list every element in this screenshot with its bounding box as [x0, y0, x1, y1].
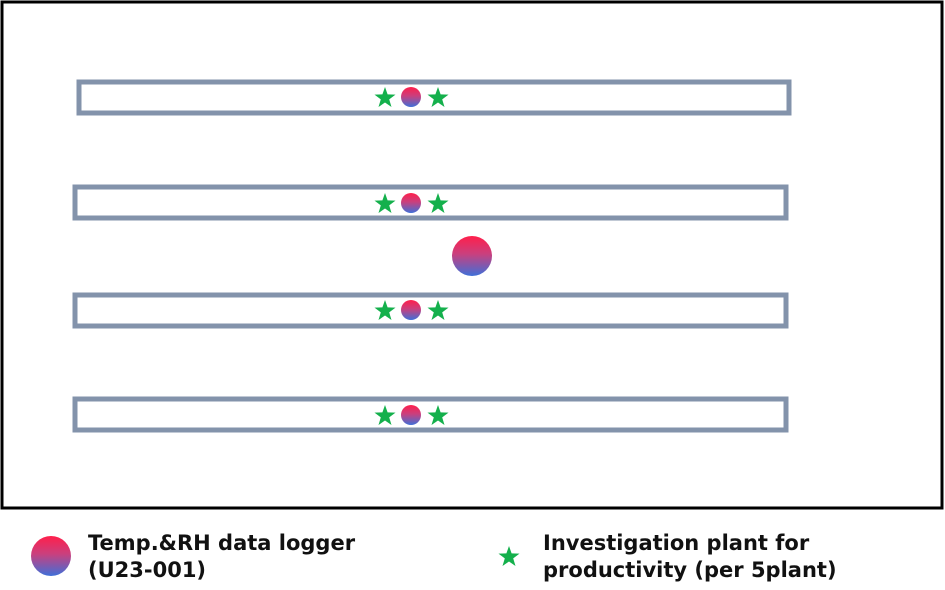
legend-plant-line-2: productivity (per 5plant) — [543, 558, 837, 582]
bed-1 — [76, 79, 792, 116]
legend-plant-label: Investigation plant for productivity (pe… — [543, 530, 923, 584]
legend-logger-label: Temp.&RH data logger (U23-001) — [88, 530, 428, 584]
logger-icon — [401, 300, 421, 320]
logger-icon — [401, 87, 421, 107]
bed-rectangle — [72, 184, 789, 221]
legend-star-icon — [498, 546, 520, 566]
legend-logger-line-2: (U23-001) — [88, 558, 207, 582]
bed-4 — [72, 396, 789, 433]
bed-2 — [72, 184, 789, 221]
logger-icon — [401, 405, 421, 425]
greenhouse-frame — [0, 0, 944, 510]
legend-logger-line-1: Temp.&RH data logger — [88, 531, 356, 555]
legend-logger-icon — [31, 536, 71, 576]
legend-plant-line-1: Investigation plant for — [543, 531, 810, 555]
bed-rectangle — [72, 292, 789, 329]
bed-rectangle — [76, 79, 792, 116]
bed-rectangle — [72, 396, 789, 433]
bed-3 — [72, 292, 789, 329]
central-logger-icon — [452, 236, 492, 276]
logger-icon — [401, 193, 421, 213]
